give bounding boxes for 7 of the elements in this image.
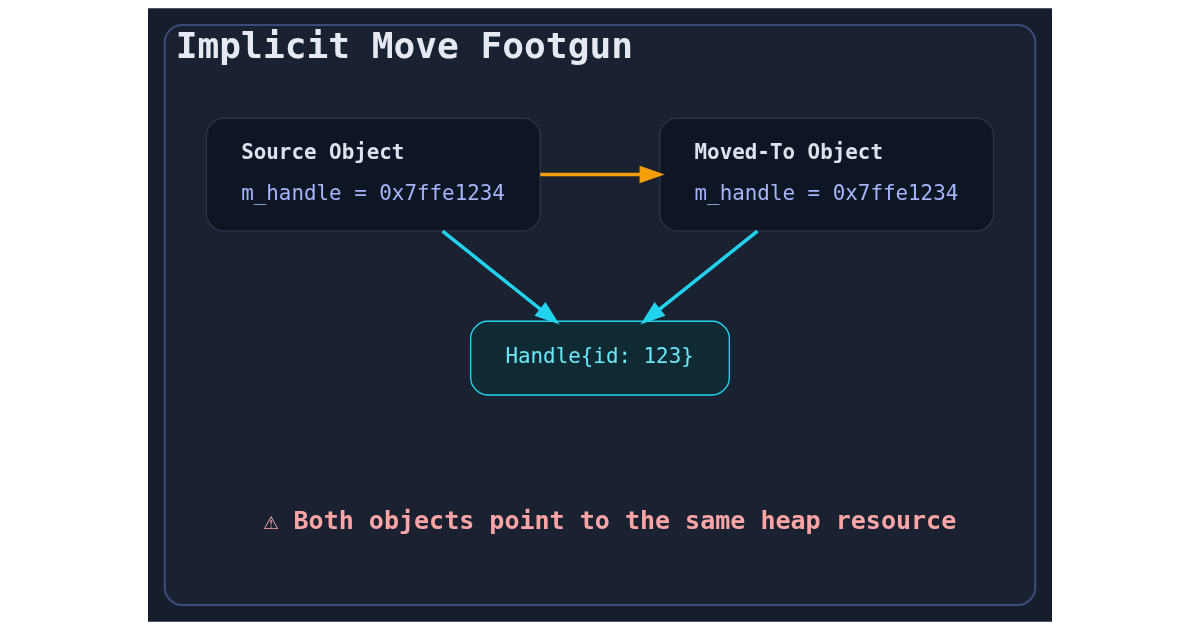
arrow	[441, 229, 560, 325]
node-box: Moved-To Object m_handle = 0x7ffe1234	[659, 117, 995, 232]
node-box: Handle{id: 123}	[469, 320, 731, 396]
node-box: Source Object m_handle = 0x7ffe1234	[205, 117, 541, 232]
arrow	[640, 229, 759, 325]
label: ⚠ Both objects point to the same heap resource	[263, 506, 957, 536]
arrow	[540, 165, 665, 184]
